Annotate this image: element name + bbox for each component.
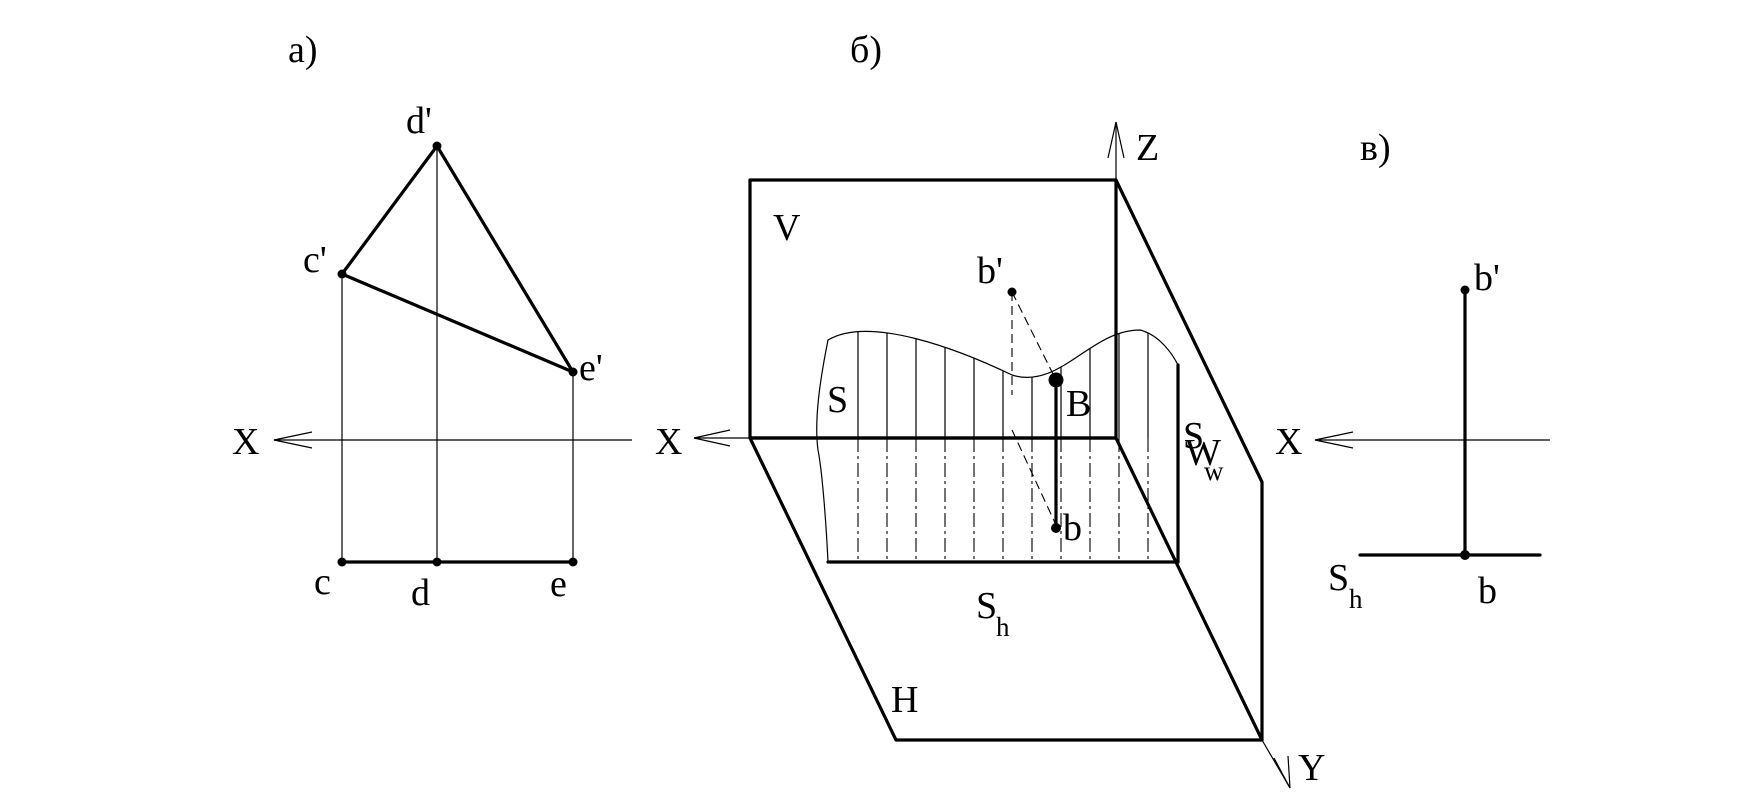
panel-c-x-arrow (1314, 431, 1354, 449)
panel-c-label-s-h-sub: h (1349, 584, 1363, 614)
plane-h (748, 436, 1264, 742)
point-e-prime (568, 367, 578, 377)
surface-s-outline (816, 329, 1179, 563)
point-c-prime (337, 269, 347, 279)
point-d-prime (432, 141, 442, 151)
panel-a-x-label: X (232, 421, 259, 463)
label-s-w-main: S (1183, 415, 1204, 457)
triangle-front-projection (340, 144, 575, 374)
label-s-h-main: S (976, 585, 997, 627)
panel-b: б) (655, 29, 1325, 789)
label-w: W (1185, 432, 1221, 474)
label-h: H (891, 679, 918, 721)
projector-to-b (1011, 429, 1057, 526)
panel-c-label-b-prime: b' (1474, 257, 1500, 299)
label-e-prime: e' (579, 347, 603, 389)
panel-b-x-arrow (693, 429, 731, 447)
label-c: c (314, 561, 331, 603)
panel-b-x-label: X (655, 421, 682, 463)
panel-c-label-s-h-main: S (1328, 557, 1349, 599)
label-z: Z (1136, 127, 1159, 169)
point-b-prime-3d (1007, 287, 1017, 297)
y-axis-arrow (1273, 755, 1291, 789)
surface-hatching (857, 330, 1149, 562)
panel-a-x-arrow (273, 431, 313, 449)
label-b-3d: b (1063, 507, 1082, 549)
plane-w (1114, 178, 1264, 742)
label-s-h-sub: h (996, 612, 1010, 642)
point-e (568, 557, 578, 567)
panel-c-caption: в) (1360, 127, 1391, 169)
label-d: d (411, 572, 430, 614)
panel-a-caption: а) (288, 29, 318, 71)
projector-b-prime-to-B (1011, 291, 1057, 381)
label-d-prime: d' (406, 100, 432, 142)
label-e: e (550, 563, 567, 605)
panel-c-point-b-prime (1460, 285, 1470, 295)
panel-a: а) X d' c' e' c d e (232, 29, 632, 614)
label-c-prime: c' (303, 239, 327, 281)
point-B (1048, 372, 1064, 388)
label-v: V (773, 207, 801, 249)
label-s: S (827, 379, 848, 421)
label-y: Y (1298, 747, 1325, 789)
z-axis-arrow (1107, 121, 1125, 159)
panel-c-point-b (1460, 550, 1470, 560)
point-c (337, 557, 347, 567)
label-s-w-sub: w (1204, 456, 1224, 486)
panel-c-label-b: b (1478, 570, 1497, 612)
point-b-3d (1051, 523, 1061, 533)
label-b-prime-3d: b' (977, 250, 1003, 292)
panel-b-caption: б) (850, 29, 882, 71)
point-d (432, 557, 442, 567)
label-B: B (1066, 383, 1091, 425)
panel-c: в) X b' b S h (1275, 127, 1550, 614)
panel-c-x-label: X (1275, 421, 1302, 463)
